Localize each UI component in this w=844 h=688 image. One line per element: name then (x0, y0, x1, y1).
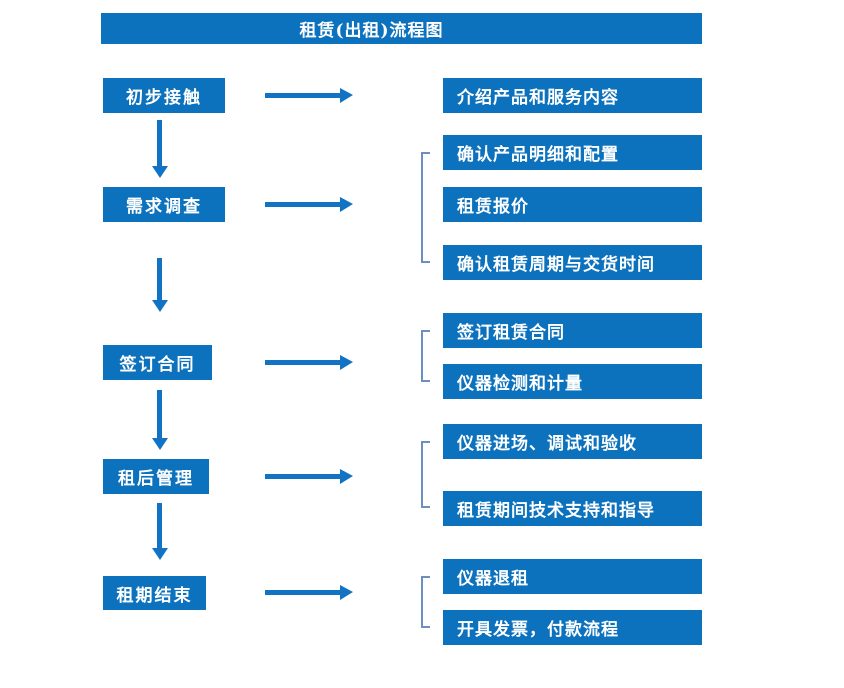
arrow-down-icon (152, 503, 168, 560)
arrow-right-icon (265, 197, 353, 212)
arrow-down-icon (152, 390, 168, 450)
arrow-head (340, 469, 353, 484)
bracket-icon (421, 441, 430, 508)
detail-box-tech-support: 租赁期间技术支持和指导 (443, 491, 702, 526)
detail-box-confirm-product-details: 确认产品明细和配置 (443, 135, 702, 170)
stage-box-post-rental-management: 租后管理 (103, 459, 209, 494)
arrow-shaft (157, 503, 162, 549)
arrow-shaft (265, 474, 341, 479)
arrow-right-icon (265, 88, 353, 103)
detail-box-introduce-products: 介绍产品和服务内容 (443, 78, 702, 113)
arrow-shaft (265, 590, 341, 595)
arrow-head (152, 166, 168, 178)
arrow-shaft (157, 120, 162, 167)
stage-box-initial-contact: 初步接触 (103, 78, 225, 113)
arrow-shaft (265, 360, 341, 365)
arrow-head (340, 585, 353, 600)
arrow-shaft (157, 258, 162, 301)
detail-box-instrument-return: 仪器退租 (443, 559, 702, 594)
arrow-head (340, 355, 353, 370)
detail-box-sign-rental-contract: 签订租赁合同 (443, 313, 702, 348)
arrow-right-icon (265, 469, 353, 484)
detail-box-confirm-period-delivery: 确认租赁周期与交货时间 (443, 245, 702, 280)
stage-box-demand-survey: 需求调查 (103, 187, 225, 222)
stage-box-rental-end: 租期结束 (103, 576, 206, 610)
arrow-shaft (157, 390, 162, 439)
arrow-shaft (265, 93, 341, 98)
detail-box-instrument-setup-acceptance: 仪器进场、调试和验收 (443, 424, 702, 459)
arrow-right-icon (265, 355, 353, 370)
bracket-icon (421, 330, 430, 382)
arrow-head (152, 548, 168, 560)
arrow-head (152, 300, 168, 312)
bracket-icon (421, 576, 430, 628)
arrow-right-icon (265, 585, 353, 600)
detail-box-rental-quote: 租赁报价 (443, 187, 702, 222)
flowchart-title: 租赁(出租)流程图 (101, 13, 702, 44)
stage-box-sign-contract: 签订合同 (103, 345, 212, 380)
arrow-head (152, 438, 168, 450)
arrow-down-icon (152, 258, 168, 312)
arrow-down-icon (152, 120, 168, 178)
arrow-head (340, 197, 353, 212)
bracket-icon (421, 152, 430, 263)
arrow-head (340, 88, 353, 103)
detail-box-invoice-payment: 开具发票，付款流程 (443, 610, 702, 645)
detail-box-instrument-testing: 仪器检测和计量 (443, 364, 702, 399)
arrow-shaft (265, 202, 341, 207)
